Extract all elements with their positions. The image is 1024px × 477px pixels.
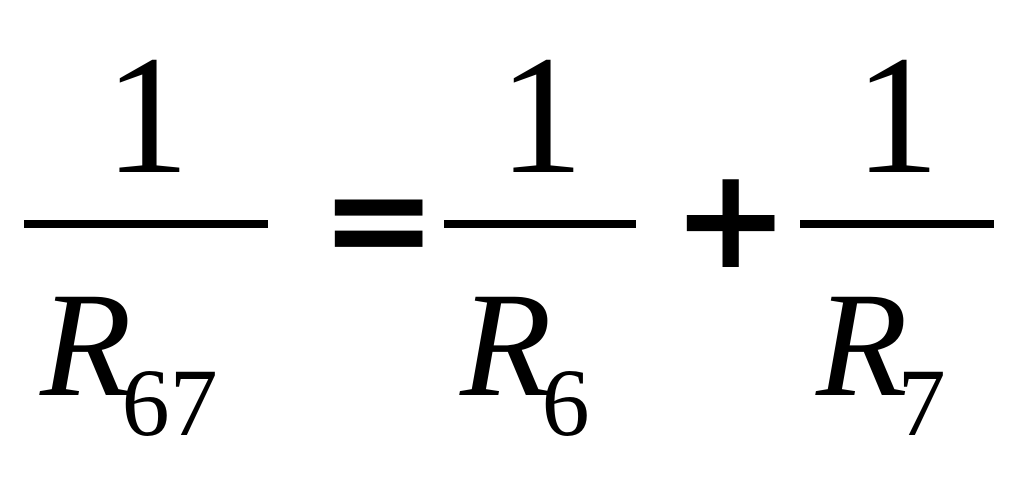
term1-den-subscript: 6 — [541, 349, 590, 456]
lhs-den-symbol: R — [40, 262, 132, 428]
lhs-fraction-bar — [24, 220, 268, 228]
lhs-den-subscript: 67 — [121, 349, 218, 456]
term1-den-symbol: R — [460, 262, 552, 428]
lhs-numerator: 1 — [104, 21, 190, 209]
term2-denominator: R7 — [816, 270, 946, 451]
term1-numerator: 1 — [498, 21, 584, 209]
term1-fraction-bar — [444, 220, 636, 228]
lhs-denominator: R67 — [40, 270, 218, 451]
term2-numerator: 1 — [854, 21, 940, 209]
plus-sign: + — [672, 138, 790, 301]
term2-den-symbol: R — [816, 262, 908, 428]
term2-den-subscript: 7 — [897, 349, 946, 456]
term1-denominator: R6 — [460, 270, 590, 451]
equals-sign: = — [320, 138, 438, 301]
term2-fraction-bar — [800, 220, 994, 228]
